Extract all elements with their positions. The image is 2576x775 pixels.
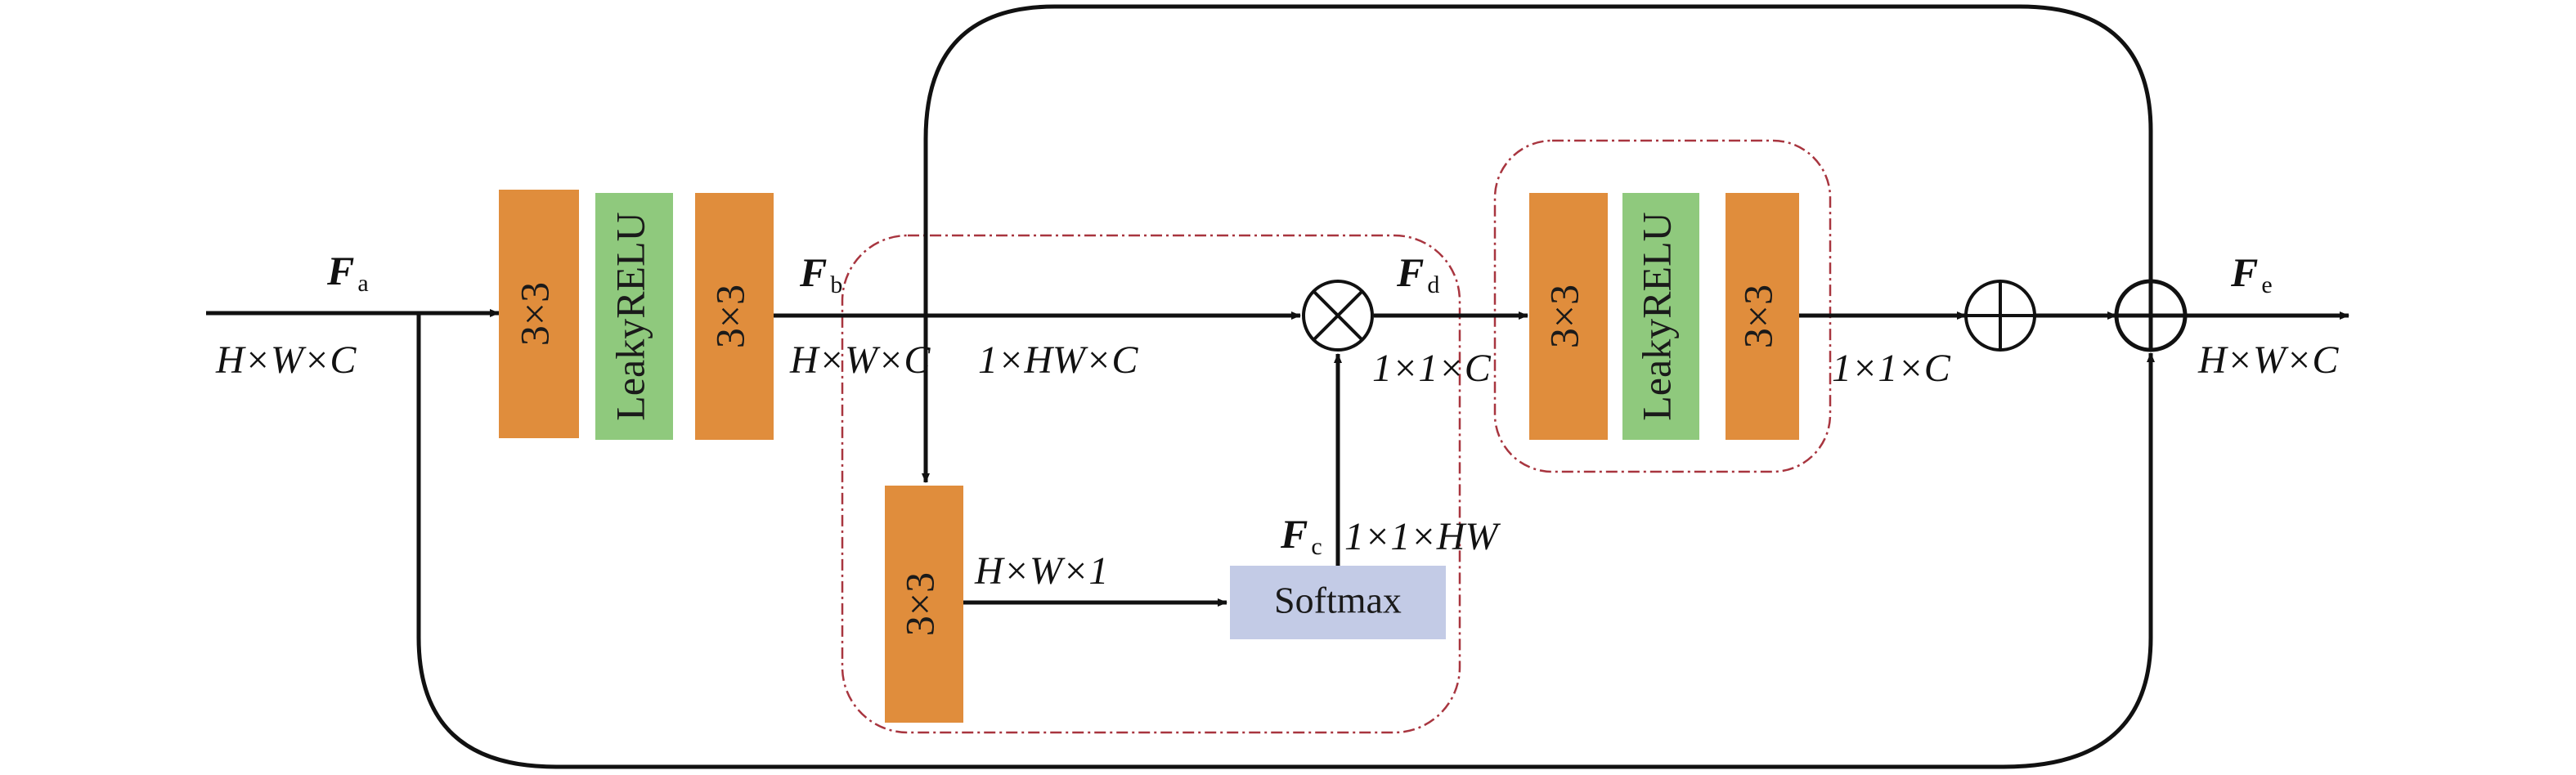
conv-block-1 <box>499 190 579 438</box>
conv-block-2 <box>695 193 774 440</box>
conv-block-2-label: 3×3 <box>707 284 752 348</box>
dim-fb: H×W×C <box>789 338 931 382</box>
leaky-relu-block-1 <box>595 193 673 440</box>
conv-block-1-label: 3×3 <box>511 282 557 346</box>
dim-reshape: 1×HW×C <box>978 338 1138 382</box>
dim-mul-out: 1×1×C <box>1372 347 1492 390</box>
conv-block-branch <box>885 486 963 723</box>
softmax-block-label: Softmax <box>1274 580 1402 621</box>
dim-fc: 1×1×HW <box>1344 515 1501 558</box>
conv-block-branch-label: 3×3 <box>896 572 942 636</box>
leaky-relu-block-2-label: LeakyRELU <box>1633 212 1679 420</box>
input-skip-path <box>416 313 2155 769</box>
context-modeling-region <box>841 234 1461 734</box>
multiply-operator <box>1302 280 1374 352</box>
dim-input: H×W×C <box>215 338 357 382</box>
conv-block-3 <box>1529 193 1608 440</box>
softmax-block <box>1230 566 1446 639</box>
conv-block-3-label: 3×3 <box>1541 284 1586 348</box>
conv-block-4 <box>1726 193 1799 440</box>
add-operator-1 <box>1964 280 2036 352</box>
leaky-relu-block-2 <box>1622 193 1699 440</box>
top-loop-path <box>922 4 2153 483</box>
conv-block-4-label: 3×3 <box>1735 284 1780 348</box>
transform-region <box>1493 139 1832 473</box>
add-operator-2 <box>2114 279 2188 352</box>
dim-transform-out: 1×1×C <box>1832 347 1951 390</box>
dim-branch: H×W×1 <box>974 549 1108 593</box>
dim-output: H×W×C <box>2197 338 2339 382</box>
leaky-relu-block-1-label: LeakyRELU <box>607 212 653 420</box>
